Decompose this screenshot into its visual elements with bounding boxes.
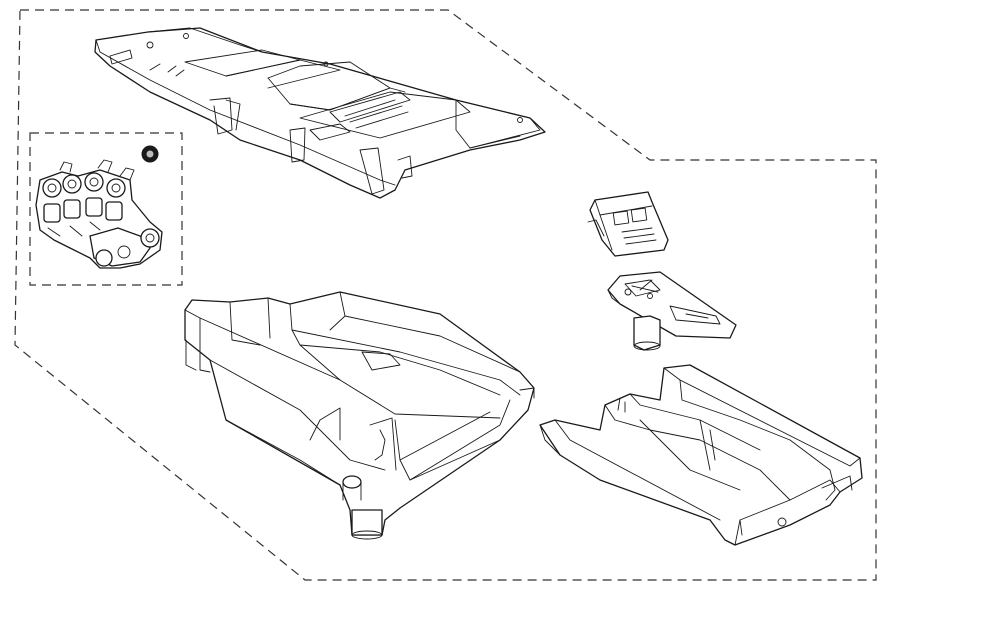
solenoid-valve-cluster-icon [35,159,163,269]
threaded-nut-icon [141,145,159,163]
divider-insert-icon [607,271,737,351]
top-cover-panel-icon [94,27,546,199]
siphon-cap-icon [587,191,669,257]
dispenser-housing-icon [184,291,535,540]
assembly-boundary-dashed [14,9,877,581]
drawer-tray-icon [539,364,863,546]
valve-group-boundary-dashed [29,132,183,286]
